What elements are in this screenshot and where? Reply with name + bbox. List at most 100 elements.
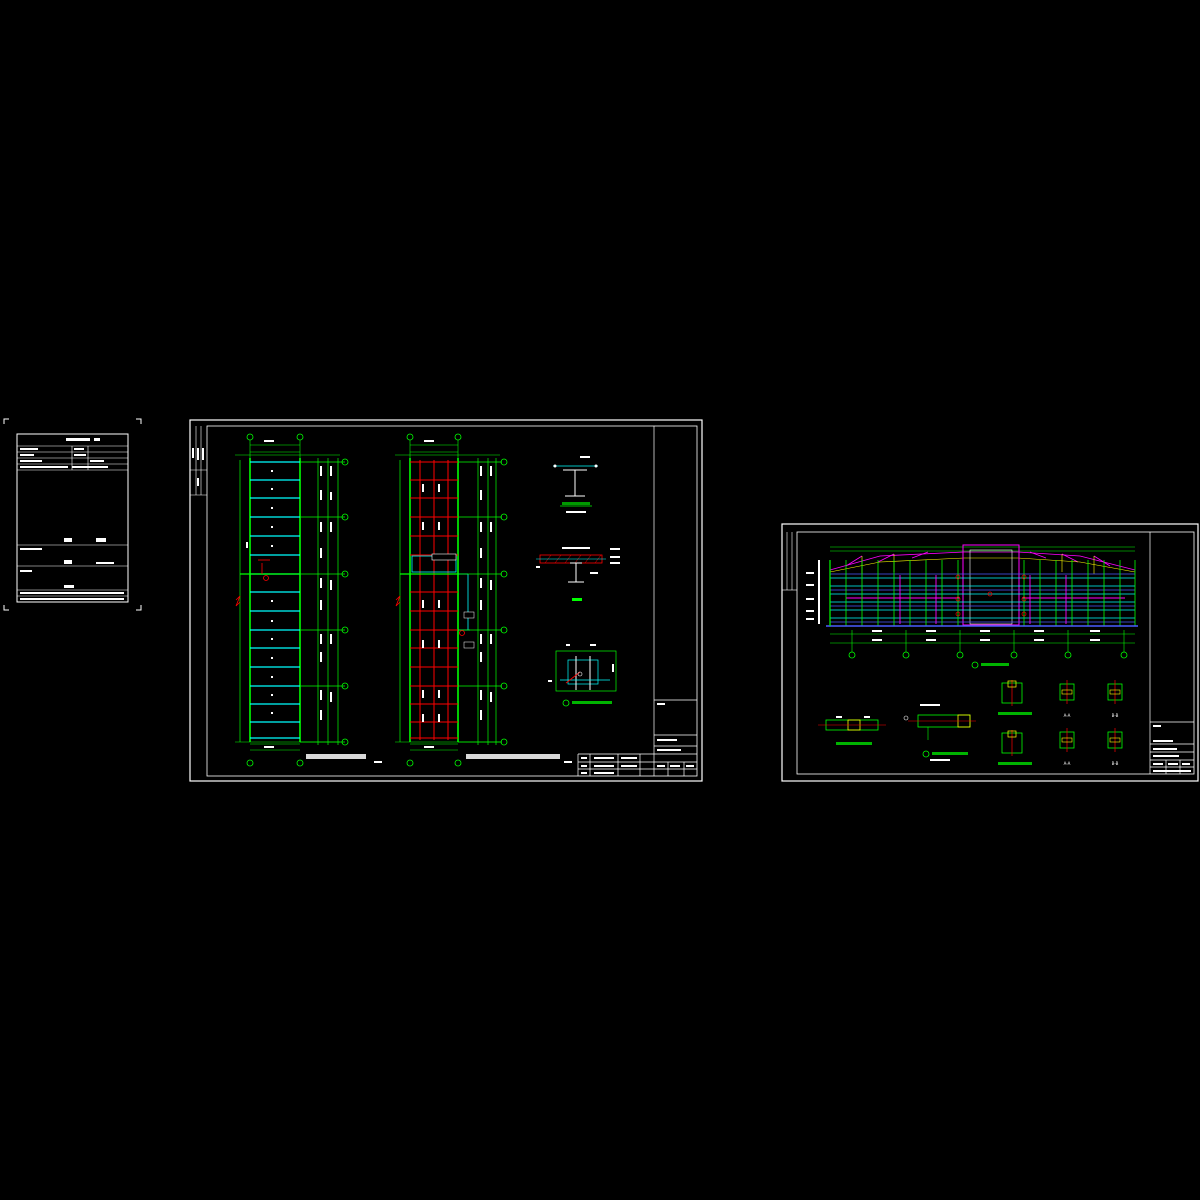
plan-a-dim-text xyxy=(264,440,332,748)
cover-frame xyxy=(16,433,129,603)
slab-caption xyxy=(572,598,582,601)
detail2-subcaption xyxy=(930,759,950,761)
plan-b-red-joists xyxy=(419,460,449,740)
i-beam-subcaption xyxy=(566,511,586,513)
detail4-top-plate xyxy=(1061,689,1073,695)
elevation-columns xyxy=(845,560,1136,626)
elevation-bottom-dims xyxy=(830,630,1135,652)
elevation-blue-lines xyxy=(830,573,1135,623)
section-label-b-top: B-B xyxy=(1112,713,1119,718)
i-beam-text xyxy=(553,456,598,468)
detail1-caption xyxy=(836,742,872,745)
connection-bolt xyxy=(577,671,583,677)
elevation-title-bubble xyxy=(971,661,979,669)
plan-a-member-text xyxy=(246,470,273,714)
detail-connection xyxy=(548,644,617,707)
detail3-top-caption xyxy=(998,712,1032,715)
plan-b-opening-tag xyxy=(431,553,457,561)
detail2-bolt-icon xyxy=(903,715,909,721)
detail3-bottom-plate xyxy=(1007,730,1017,738)
elevation-roof-truss xyxy=(829,551,1136,571)
slab-beam xyxy=(568,562,584,583)
plan-b xyxy=(395,433,572,767)
plan-b-columns xyxy=(409,458,459,742)
section-label-b-bottom: B-B xyxy=(1112,761,1119,766)
sheet-plans xyxy=(189,419,703,782)
elevation-title-mark xyxy=(981,663,1009,666)
plan-a-right-dims xyxy=(300,458,345,745)
plan-a-callout xyxy=(258,559,270,581)
plan-b-break-mark xyxy=(395,595,401,607)
plan-a-columns xyxy=(249,458,301,742)
elevation-grid-bubbles xyxy=(848,651,1128,659)
sheet3-outer-frame xyxy=(781,523,1199,782)
cover-table-lines xyxy=(17,445,128,597)
sheet3-detail-5: B-B B-B xyxy=(1107,680,1123,766)
sheet2-strip-marks xyxy=(192,448,204,486)
sheet3-detail-2 xyxy=(903,704,976,761)
plan-b-scale-mark xyxy=(564,761,572,763)
plan-b-grid-bubbles xyxy=(406,433,508,767)
sheet-cover xyxy=(3,418,142,611)
plan-a-grid-bubbles xyxy=(246,433,349,767)
connection-detail-bubble xyxy=(562,699,570,707)
i-beam-section xyxy=(563,469,587,497)
elevation-magenta-bands xyxy=(846,575,1125,624)
plan-b-side-tag-2 xyxy=(463,641,475,649)
connection-leader xyxy=(565,671,581,684)
sheet3-detail-4: A-A A-A xyxy=(1059,680,1075,766)
detail4-bottom-plate xyxy=(1061,737,1073,743)
sheet3-title-marks xyxy=(1153,725,1191,772)
slab-text xyxy=(536,547,620,574)
connection-text xyxy=(548,644,614,682)
sheet-elevation: A-A A-A B-B B-B xyxy=(781,523,1199,782)
crop-marks xyxy=(3,418,142,611)
i-beam-caption xyxy=(562,502,590,505)
plan-a-title-mark xyxy=(306,754,366,759)
detail5-bottom-plate xyxy=(1109,737,1121,743)
sheet3-title-block xyxy=(1149,532,1194,774)
detail3-bottom-caption xyxy=(998,762,1032,765)
detail1-text xyxy=(836,716,870,718)
sheet2-title-marks xyxy=(581,703,694,774)
sheet3-inner-frame xyxy=(796,531,1195,775)
plan-a xyxy=(235,433,382,767)
sheet2-inner-frame xyxy=(206,425,698,777)
detail-beam-section xyxy=(553,456,598,513)
sheet3-detail-1 xyxy=(818,716,886,745)
section-label-a-bottom: A-A xyxy=(1064,761,1071,766)
detail2-caption xyxy=(932,752,968,755)
plan-a-beams xyxy=(250,461,300,739)
section-label-a-top: A-A xyxy=(1064,713,1071,718)
elevation-center-frame xyxy=(962,544,1020,626)
elevation-view xyxy=(806,544,1138,669)
plan-b-title-mark xyxy=(466,754,560,759)
detail2-bubble xyxy=(922,750,930,758)
detail2-label xyxy=(920,704,940,706)
plan-b-top-dims xyxy=(409,440,459,751)
connection-caption xyxy=(572,701,612,704)
plan-b-side-bay xyxy=(458,573,470,631)
elevation-top-dims xyxy=(830,546,1135,552)
sheet3-detail-3 xyxy=(998,680,1032,765)
plan-b-right-dims xyxy=(458,458,502,745)
connection-frame xyxy=(555,650,617,692)
elevation-center-inner xyxy=(969,549,1013,625)
detail3-top-plate xyxy=(1007,680,1017,688)
sheet2-title-block xyxy=(577,426,697,776)
plan-a-scale-mark xyxy=(374,761,382,763)
elevation-level-text xyxy=(806,560,820,624)
plan-b-side-tag xyxy=(463,611,475,619)
detail5-top-plate xyxy=(1109,689,1121,695)
plan-b-dim-text xyxy=(422,440,492,748)
sheet2-outer-frame xyxy=(189,419,703,782)
elevation-dim-text xyxy=(872,630,1100,641)
elevation-markers xyxy=(955,574,1027,617)
elevation-floor-lines xyxy=(830,577,1135,619)
connection-plate xyxy=(567,659,599,685)
plan-a-break-mark xyxy=(235,595,241,607)
cover-text-marks xyxy=(20,438,124,600)
plan-b-callout xyxy=(459,630,465,636)
sheet3-left-strip xyxy=(782,532,797,591)
